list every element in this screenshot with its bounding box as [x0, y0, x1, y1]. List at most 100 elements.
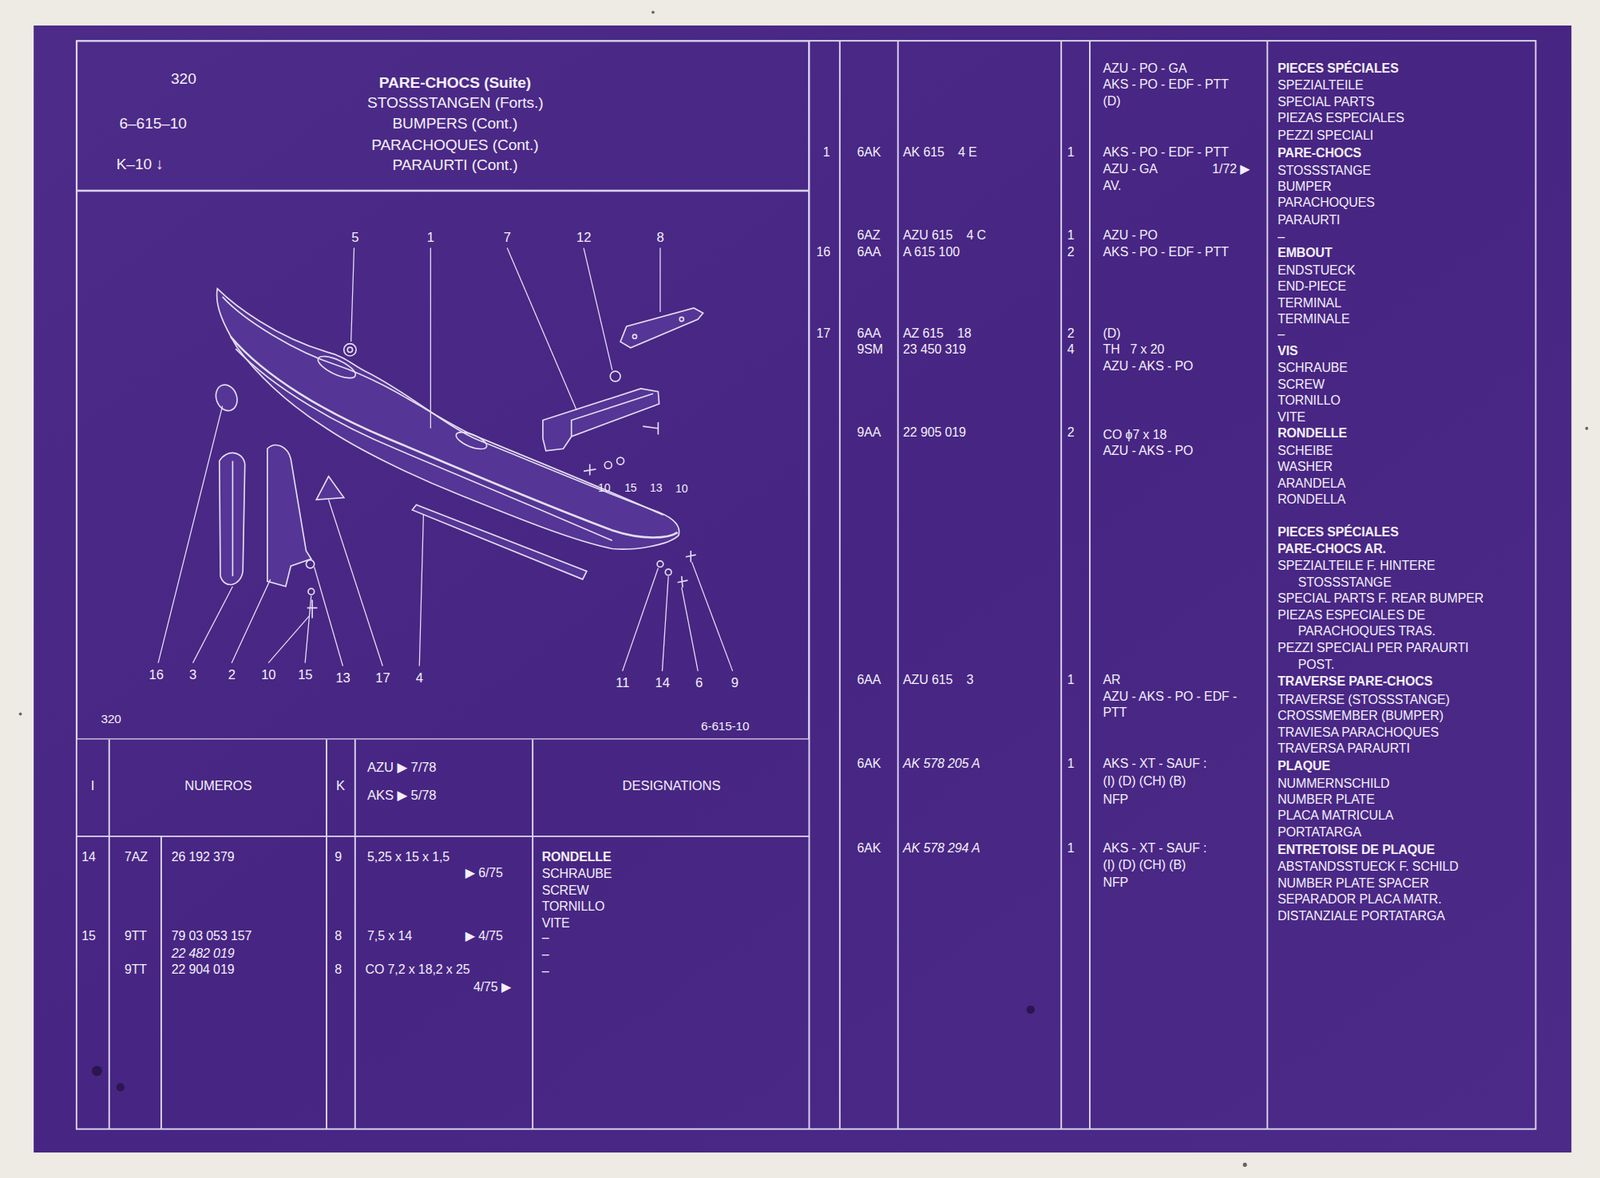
grid-line — [1089, 40, 1091, 1130]
grid-line — [839, 40, 841, 1130]
table-cell: RONDELLA — [1277, 494, 1346, 509]
table-cell: PEZZI SPECIALI PER PARAURTI — [1277, 641, 1469, 657]
table-cell: 9SM — [857, 344, 884, 359]
nut-12 — [609, 371, 621, 382]
callout-number: 13 — [335, 671, 350, 686]
table-cell: AKS - PO - EDF - PTT — [1103, 245, 1229, 261]
table-cell: SPECIAL PARTS F. REAR BUMPER — [1277, 592, 1484, 607]
table-cell: STOSSSTANGE — [1277, 164, 1371, 179]
buffer-16 — [212, 381, 241, 414]
table-cell: 5,25 x 15 x 1,5 — [367, 851, 450, 866]
table-header: DESIGNATIONS — [622, 779, 721, 794]
table-cell: PARE-CHOCS AR. — [1277, 542, 1387, 558]
table-cell: AZU - AKS - PO — [1103, 444, 1194, 460]
bumper-recess — [454, 428, 490, 453]
callout-number: 17 — [375, 671, 390, 686]
table-cell: TORNILLO — [542, 900, 606, 915]
grid-line — [897, 40, 900, 1130]
table-cell: 7AZ — [124, 851, 148, 866]
callout-number: 15 — [624, 481, 637, 494]
callout-number: 15 — [297, 668, 313, 683]
table-cell: TRAVERSA PARAURTI — [1277, 742, 1410, 757]
table-cell: 1 — [1067, 757, 1075, 773]
table-cell: 6AZ — [857, 229, 881, 245]
table-cell: AZU - PO — [1103, 229, 1158, 245]
table-cell: AKS - XT - SAUF : — [1103, 757, 1208, 773]
table-header: AZU ▶ 7/78 — [367, 760, 436, 776]
table-cell: 1 — [1067, 146, 1075, 161]
header-box: 3206–615–10K–10 ↓PARE-CHOCS (Suite)STOSS… — [76, 40, 810, 191]
table-cell: AK 578 294 A — [902, 843, 980, 858]
end-piece-3 — [219, 452, 246, 585]
speck — [19, 712, 23, 717]
callout-number: 10 — [261, 668, 276, 683]
table-cell: 1 — [1067, 229, 1075, 245]
table-cell: AZU 615 3 — [902, 674, 974, 690]
callout-number: 12 — [576, 230, 591, 246]
bracket-hole — [679, 316, 684, 321]
table-cell: AZ 615 18 — [902, 327, 972, 342]
table-cell: AZU - AKS - PO - EDF - — [1103, 690, 1238, 705]
sheet-reference: 6–615–10 — [119, 114, 187, 132]
table-cell: SPEZIALTEILE F. HINTERE — [1277, 560, 1435, 575]
callout-number: 6 — [695, 676, 703, 691]
table-cell: ▶ 6/75 — [465, 867, 503, 882]
table-cell: 4 — [1067, 344, 1075, 359]
table-cell: AZU - GA — [1103, 162, 1158, 178]
table-cell: 6AK — [857, 146, 882, 161]
table-cell: 9TT — [124, 964, 147, 979]
table-cell: 6AK — [857, 843, 882, 858]
table-header: I — [91, 779, 95, 794]
table-cell: VITE — [542, 917, 571, 932]
callout-number: 10 — [598, 481, 610, 494]
table-cell: VIS — [1277, 344, 1298, 360]
table-cell: SPEZIALTEILE — [1277, 79, 1363, 95]
callout-number: 14 — [655, 676, 670, 691]
table-cell: AZU - PO - GA — [1103, 62, 1188, 77]
callout-number: 5 — [351, 230, 359, 246]
table-cell: END-PIECE — [1277, 280, 1347, 295]
table-cell: TERMINAL — [1277, 297, 1342, 312]
table-cell: AV. — [1103, 179, 1122, 195]
bracket-7-fold — [571, 393, 654, 437]
table-cell: NUMMERNSCHILD — [1277, 777, 1390, 793]
table-cell: 9AA — [857, 426, 882, 441]
screw-10 — [307, 599, 318, 618]
callout-number: 2 — [228, 668, 236, 683]
speck — [651, 10, 655, 14]
table-cell: AK 615 4 E — [902, 146, 977, 161]
leader-line — [304, 595, 312, 663]
table-cell: AKS - PO - EDF - PTT — [1103, 78, 1229, 93]
grid-line — [108, 739, 111, 1129]
leader-line — [268, 616, 309, 664]
washer-15 — [604, 461, 612, 469]
washer-15 — [308, 588, 315, 595]
table-cell: TRAVERSE PARE-CHOCS — [1277, 675, 1433, 690]
table-cell: PEZZI SPECIALI — [1277, 129, 1374, 144]
table-cell: 2 — [1067, 245, 1075, 261]
table-cell: SCREW — [542, 884, 590, 900]
table-cell: POST. — [1298, 659, 1335, 674]
nut-5 — [347, 347, 353, 353]
table-cell: 1 — [823, 146, 831, 161]
table-cell: NFP — [1103, 793, 1129, 808]
table-cell: RONDELLE — [1277, 427, 1347, 442]
table-cell: PLAQUE — [1277, 760, 1331, 775]
table-cell: NUMBER PLATE SPACER — [1277, 877, 1430, 892]
table-cell: CO ϕ7 x 18 — [1103, 428, 1168, 444]
table-cell: BUMPER — [1277, 180, 1332, 195]
table-cell: 6AA — [857, 245, 882, 261]
callout-number: 9 — [731, 676, 739, 691]
table-cell: PLACA MATRICULA — [1277, 810, 1394, 825]
table-cell: TORNILLO — [1277, 395, 1341, 410]
table-cell: 26 192 379 — [171, 851, 235, 866]
grid-line — [325, 739, 328, 1129]
table-cell: NFP — [1103, 876, 1129, 892]
table-cell: TERMINALE — [1277, 312, 1350, 328]
callout-number: 10 — [675, 482, 688, 495]
sheet-reference: 6-615-10 — [700, 720, 749, 734]
table-cell: PIECES SPÉCIALES — [1277, 62, 1399, 77]
table-header: K — [336, 779, 345, 794]
section-title: BUMPERS (Cont.) — [392, 114, 518, 132]
